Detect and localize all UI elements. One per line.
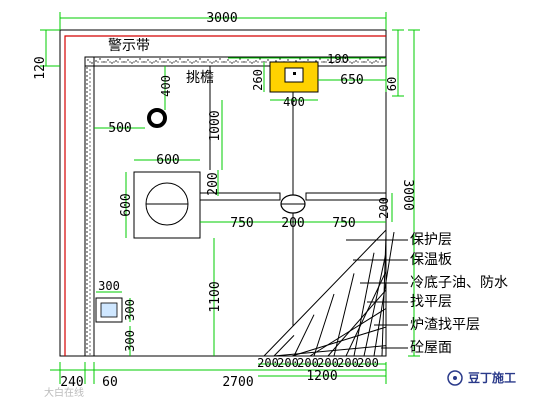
- dim-bottom-200-3: 200: [297, 356, 319, 370]
- equipment-box: [133, 171, 201, 239]
- dim-drain-190: 190: [327, 52, 349, 66]
- dim-bottom-240: 240: [60, 375, 83, 390]
- label-warning-strip: 警示带: [108, 38, 150, 54]
- dim-bottom-1200: 1200: [306, 369, 337, 384]
- dim-1100: 1100: [208, 281, 223, 312]
- dim-bottom-200-1: 200: [257, 356, 279, 370]
- layer-label-6: 砼屋面: [410, 340, 452, 356]
- vent-pipe-icon: [147, 108, 167, 128]
- dim-pole-400: 400: [159, 75, 173, 97]
- layers-hatch: [273, 231, 395, 357]
- dim-750-left: 750: [230, 216, 253, 231]
- brand-icon: [447, 370, 463, 386]
- dim-drain-400: 400: [283, 95, 305, 109]
- dim-200-v: 200: [206, 172, 221, 195]
- layer-label-1: 保护层: [410, 232, 452, 248]
- dim-right-total: 3000: [400, 179, 415, 210]
- dim-small-300-h: 300: [98, 279, 120, 293]
- dim-200-mid: 200: [281, 216, 304, 231]
- layer-label-5: 炉渣找平层: [410, 317, 480, 333]
- roof-drain-hole: [293, 72, 296, 75]
- dim-left-top: 120: [33, 56, 48, 79]
- brand-name: 豆丁施工: [468, 370, 516, 385]
- dim-750-right: 750: [332, 216, 355, 231]
- dimension-lines: [40, 12, 420, 384]
- dim-small-300-v: 300: [123, 299, 137, 321]
- dim-right-200: 200: [377, 197, 391, 219]
- dim-bottom-2700: 2700: [222, 375, 253, 390]
- dim-box-600-h: 600: [156, 153, 179, 168]
- parapet-band-left: [84, 56, 95, 357]
- layer-label-4: 找平层: [410, 294, 452, 310]
- warning-strip-line: [64, 35, 386, 356]
- dim-drain-260: 260: [251, 69, 265, 91]
- dim-vent-500: 500: [108, 121, 131, 136]
- dim-top-total: 3000: [206, 11, 237, 26]
- dim-bottom-200-5: 200: [337, 356, 359, 370]
- dim-small-300-v2: 300: [123, 330, 137, 352]
- dim-bottom-200-6: 200: [357, 356, 379, 370]
- layer-label-2: 保温板: [410, 252, 452, 268]
- duct-right: [305, 192, 387, 201]
- dim-box-600-v: 600: [119, 193, 134, 216]
- brand-logo: 豆丁施工: [447, 370, 516, 386]
- dim-right-60: 60: [385, 77, 399, 91]
- layer-label-3: 冷底子油、防水: [410, 275, 508, 291]
- dim-bottom-60: 60: [102, 375, 118, 390]
- dim-1000: 1000: [208, 110, 223, 141]
- watermark-left: 大白在线: [44, 386, 84, 399]
- label-parapet: 挑檐: [186, 70, 214, 86]
- dim-bottom-200-2: 200: [277, 356, 299, 370]
- dim-bottom-200-4: 200: [317, 356, 339, 370]
- dim-drain-650: 650: [340, 73, 363, 88]
- layer-leaders: [346, 239, 408, 349]
